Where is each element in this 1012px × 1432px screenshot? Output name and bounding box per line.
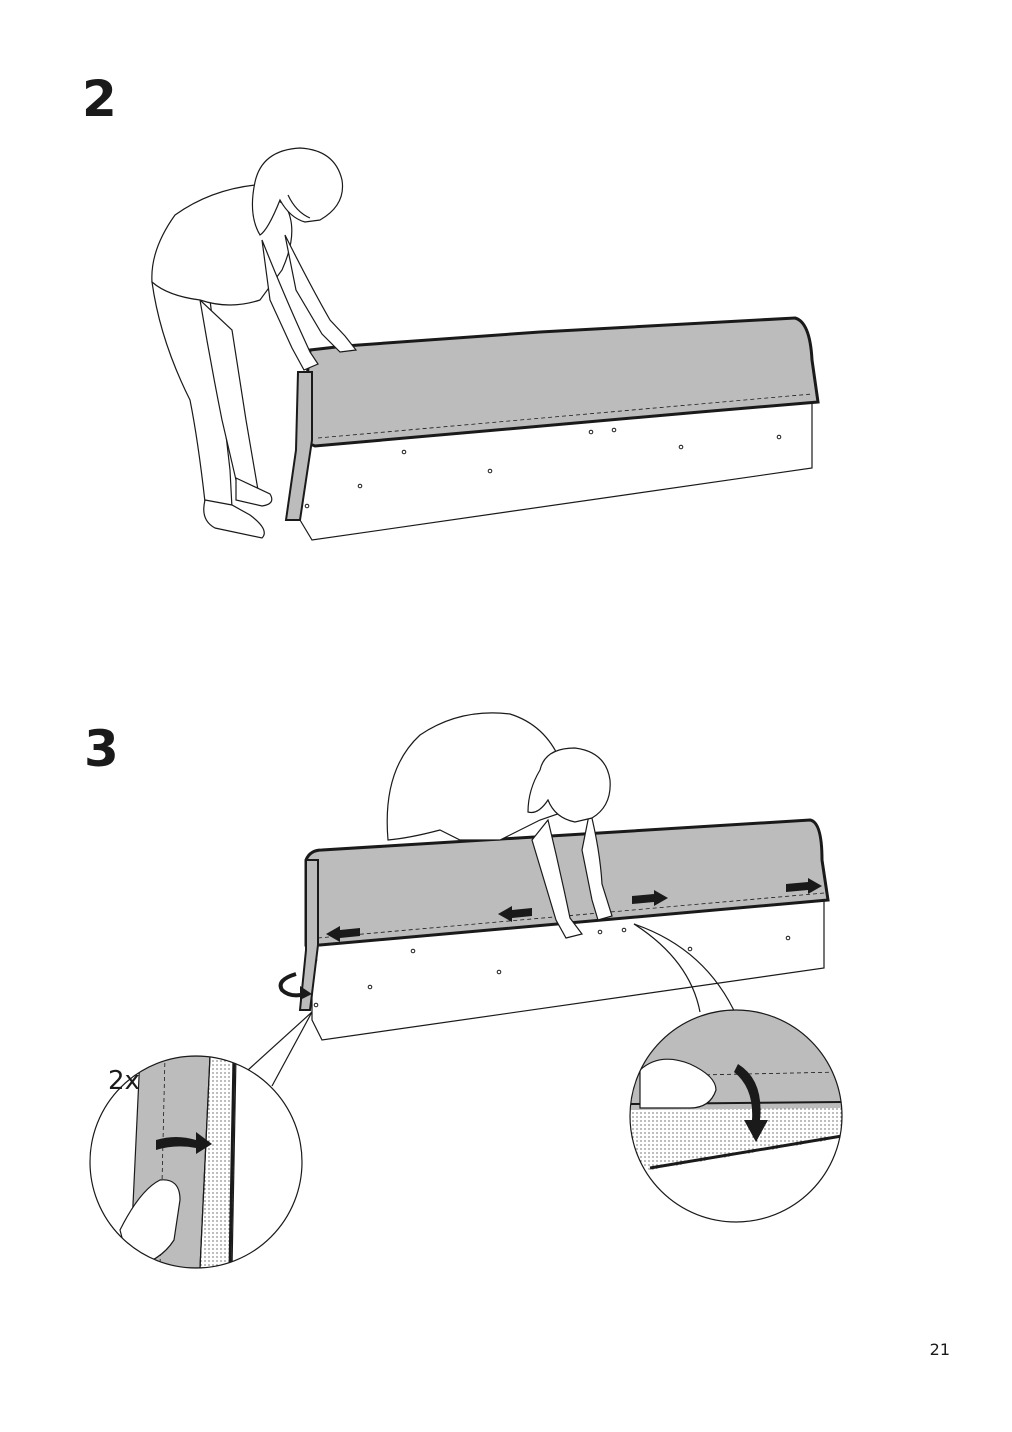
- person-figure-step3: [386, 712, 613, 939]
- step-2-number: 2: [82, 70, 117, 128]
- fabric-cover: [298, 316, 820, 448]
- arrow-left-icon: [326, 926, 360, 942]
- step-3-number: 3: [84, 720, 119, 778]
- screw-holes: [303, 427, 782, 509]
- arrow-right-icon: [632, 890, 668, 906]
- arrows-step3: [326, 878, 822, 942]
- arrow-right-icon: [786, 878, 822, 894]
- arrow-down-icon: [734, 1064, 768, 1142]
- detail-circle-left: [90, 1056, 302, 1268]
- callout-line-left: [271, 1011, 313, 1087]
- arrow-right-icon: [156, 1132, 212, 1154]
- fold-arrow-icon: [278, 972, 307, 998]
- arrow-left-icon: [498, 906, 532, 922]
- detail-circle-right: [630, 1010, 842, 1222]
- fabric-side-flap-step3: [298, 859, 319, 1011]
- page-number: 21: [929, 1340, 950, 1359]
- person-figure: [151, 147, 358, 539]
- fabric-stitch-line: [317, 393, 813, 439]
- repeat-count-label: 2x: [108, 1066, 140, 1096]
- callout-line-right: [633, 923, 701, 1013]
- fabric-cover-step3: [304, 818, 830, 947]
- fabric-stitch-line-step3: [317, 892, 825, 939]
- fabric-side-flap: [284, 371, 313, 521]
- callout-line-left: [247, 1011, 313, 1071]
- thumb: [639, 1058, 717, 1109]
- callout-line-right: [633, 923, 741, 1025]
